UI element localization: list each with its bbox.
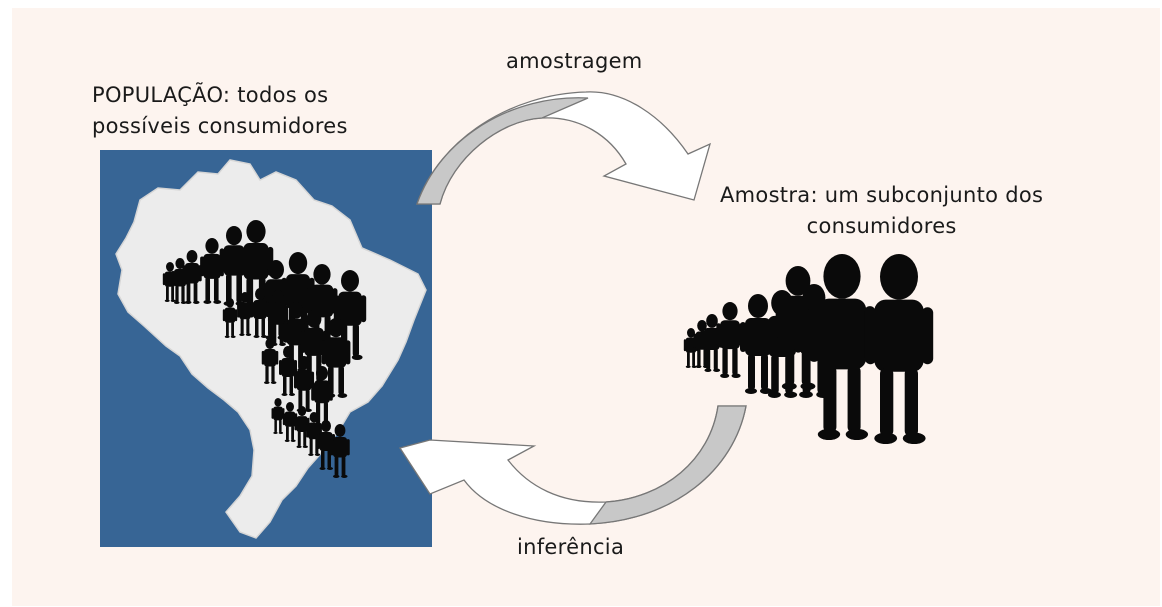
- person-figure: [261, 338, 279, 384]
- population-label-line-1: POPULAÇÃO: todos os: [92, 83, 329, 107]
- person-figure: [716, 302, 744, 378]
- people-crowd-icon: [162, 220, 367, 478]
- diagram-canvas: POPULAÇÃO: todos os possíveis consumidor…: [12, 8, 1160, 606]
- people-sample-icon: [683, 253, 934, 444]
- person-figure: [701, 314, 723, 373]
- person-figure: [333, 270, 367, 360]
- person-figure: [219, 226, 249, 306]
- person-figure: [294, 406, 310, 448]
- inference-label: inferência: [517, 535, 625, 559]
- population-label-line-2: possíveis consumidores: [92, 114, 348, 138]
- person-figure: [330, 424, 350, 478]
- population-label: POPULAÇÃO: todos os possíveis consumidor…: [92, 80, 348, 142]
- person-figure: [311, 366, 333, 427]
- sample-label-line-1: Amostra: um subconjunto dos: [720, 183, 1044, 207]
- person-figure: [222, 298, 238, 338]
- person-figure: [864, 253, 934, 444]
- population-map-panel: [100, 150, 432, 547]
- curved-arrow-left-icon: [398, 405, 747, 525]
- brazil-map-icon: [115, 159, 427, 539]
- cycle-arrows: [398, 91, 934, 525]
- person-figure: [271, 398, 285, 435]
- person-figure: [182, 250, 202, 304]
- sample-label: Amostra: um subconjunto dos consumidores: [720, 180, 1043, 242]
- person-figure: [683, 328, 699, 368]
- person-figure: [267, 290, 289, 346]
- person-figure: [279, 346, 297, 396]
- sampling-label: amostragem: [506, 49, 643, 73]
- sample-label-line-2: consumidores: [806, 214, 957, 238]
- curved-arrow-right-icon: [416, 91, 712, 205]
- person-figure: [251, 288, 269, 338]
- person-figure: [317, 420, 335, 470]
- person-figure: [306, 412, 322, 456]
